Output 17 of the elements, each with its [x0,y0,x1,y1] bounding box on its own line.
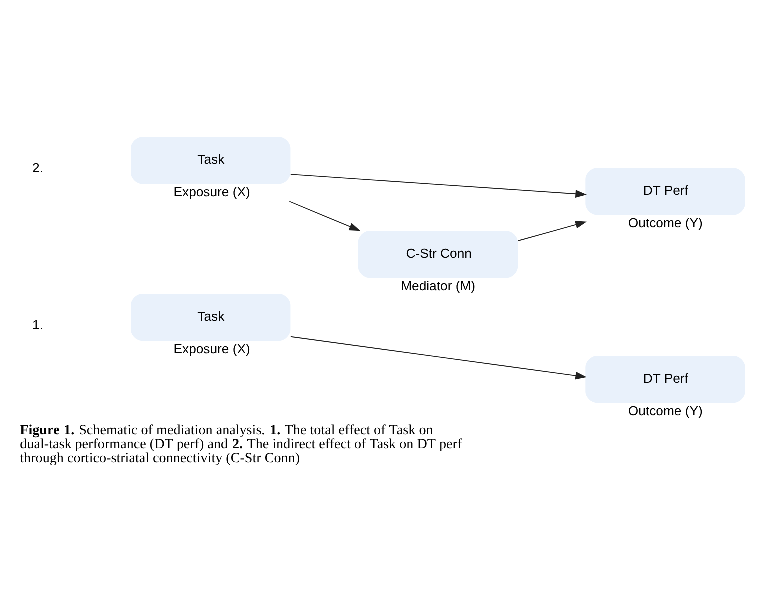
node-label: Exposure (X) [174,341,250,356]
arrow [290,174,587,198]
label: 2. [32,160,44,176]
arrow [290,336,587,380]
node-label: Exposure (X) [174,184,250,200]
caption: Figure 1. Schematic of mediation analysis. 1. The total effect of Task on dual-task performance (DT perf) and 2. The indirect effect of Task on DT perf through cortico-striatal connectivity (C-Str Conn) [20,422,462,467]
node-label: Outcome (Y) [628,216,703,231]
arrow [518,221,587,242]
arrow [289,201,361,232]
label: 1. [32,318,44,333]
node-box: C-Str Conn [358,231,518,278]
node-box: DT Perf [586,356,746,404]
node-label: Outcome (Y) [628,403,703,418]
node-box: Task [131,294,291,342]
node-box: Task [131,137,291,184]
node-box: DT Perf [586,168,746,216]
node-label: Mediator (M) [401,278,476,294]
